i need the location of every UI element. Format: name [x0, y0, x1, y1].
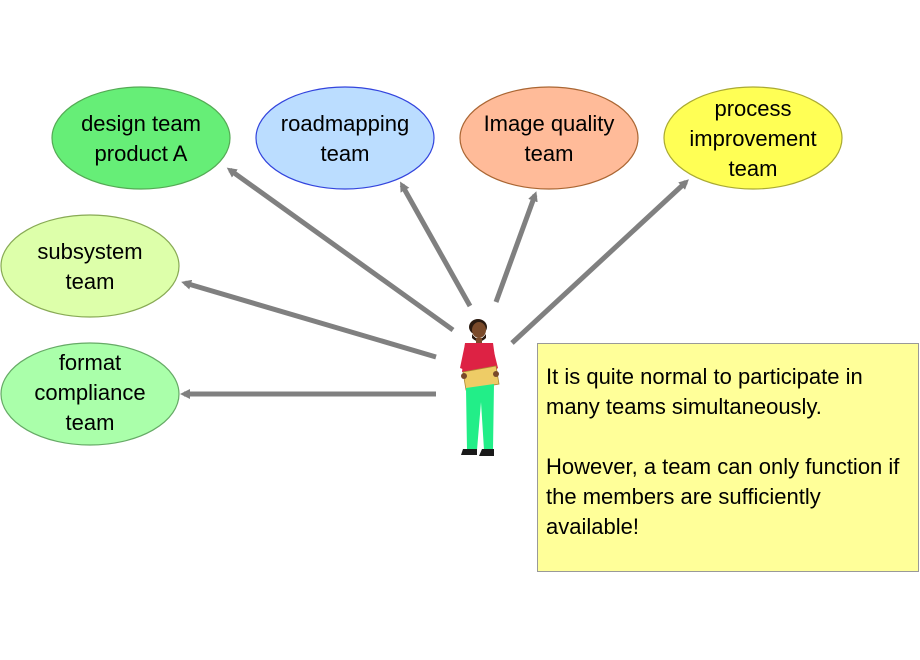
left-arm: [460, 344, 469, 370]
team-label-line-1: roadmapping: [281, 111, 409, 136]
left-hand: [461, 373, 467, 379]
shirt: [462, 343, 497, 372]
left-shoe: [461, 449, 477, 455]
team-design-product-a: design team product A: [51, 86, 231, 190]
right-hand: [493, 371, 499, 377]
note-paragraph-2: However, a team can only function if the…: [546, 454, 900, 539]
team-image-quality: Image quality team: [459, 86, 639, 190]
info-note: It is quite normal to participate in man…: [537, 343, 919, 572]
beard: [472, 334, 486, 342]
arrow-to-design-team: [226, 167, 455, 333]
note-paragraph-1: It is quite normal to participate in man…: [546, 364, 863, 419]
team-label-line-1: Image quality: [484, 111, 615, 136]
person-icon: [460, 319, 500, 456]
right-arm: [489, 344, 498, 371]
team-label-line-1: process: [714, 96, 791, 121]
team-label-line-1: format: [59, 350, 121, 375]
team-label-line-3: team: [729, 156, 778, 181]
team-subsystem: subsystem team: [0, 214, 180, 318]
team-ellipse: [0, 342, 180, 446]
face: [472, 322, 486, 338]
team-ellipse: [0, 214, 180, 318]
team-process-improvement: process improvement team: [663, 86, 843, 190]
team-label-line-2: team: [321, 141, 370, 166]
team-label-line-2: team: [66, 269, 115, 294]
team-label-line-2: compliance: [34, 380, 145, 405]
team-label-line-1: design team: [81, 111, 201, 136]
arrow-to-subsystem-team: [181, 279, 437, 360]
team-ellipse: [663, 86, 843, 190]
team-ellipse: [51, 86, 231, 190]
team-roadmapping: roadmapping team: [255, 86, 435, 190]
team-label-line-2: team: [525, 141, 574, 166]
team-label-line-1: subsystem: [37, 239, 142, 264]
team-label-line-2: improvement: [689, 126, 816, 151]
arrow-to-image-quality-team: [493, 191, 538, 303]
team-label-line-2: product A: [95, 141, 188, 166]
team-ellipse: [255, 86, 435, 190]
right-shoe: [479, 449, 494, 456]
arrow-to-process-improvement-team: [510, 179, 689, 345]
arrows: [180, 167, 689, 399]
team-ellipse: [459, 86, 639, 190]
pants: [466, 384, 494, 450]
team-label-line-3: team: [66, 410, 115, 435]
neck: [476, 338, 482, 343]
arrow-to-roadmapping-team: [399, 181, 473, 308]
folder: [462, 365, 500, 391]
team-format-compliance: format compliance team: [0, 342, 180, 446]
